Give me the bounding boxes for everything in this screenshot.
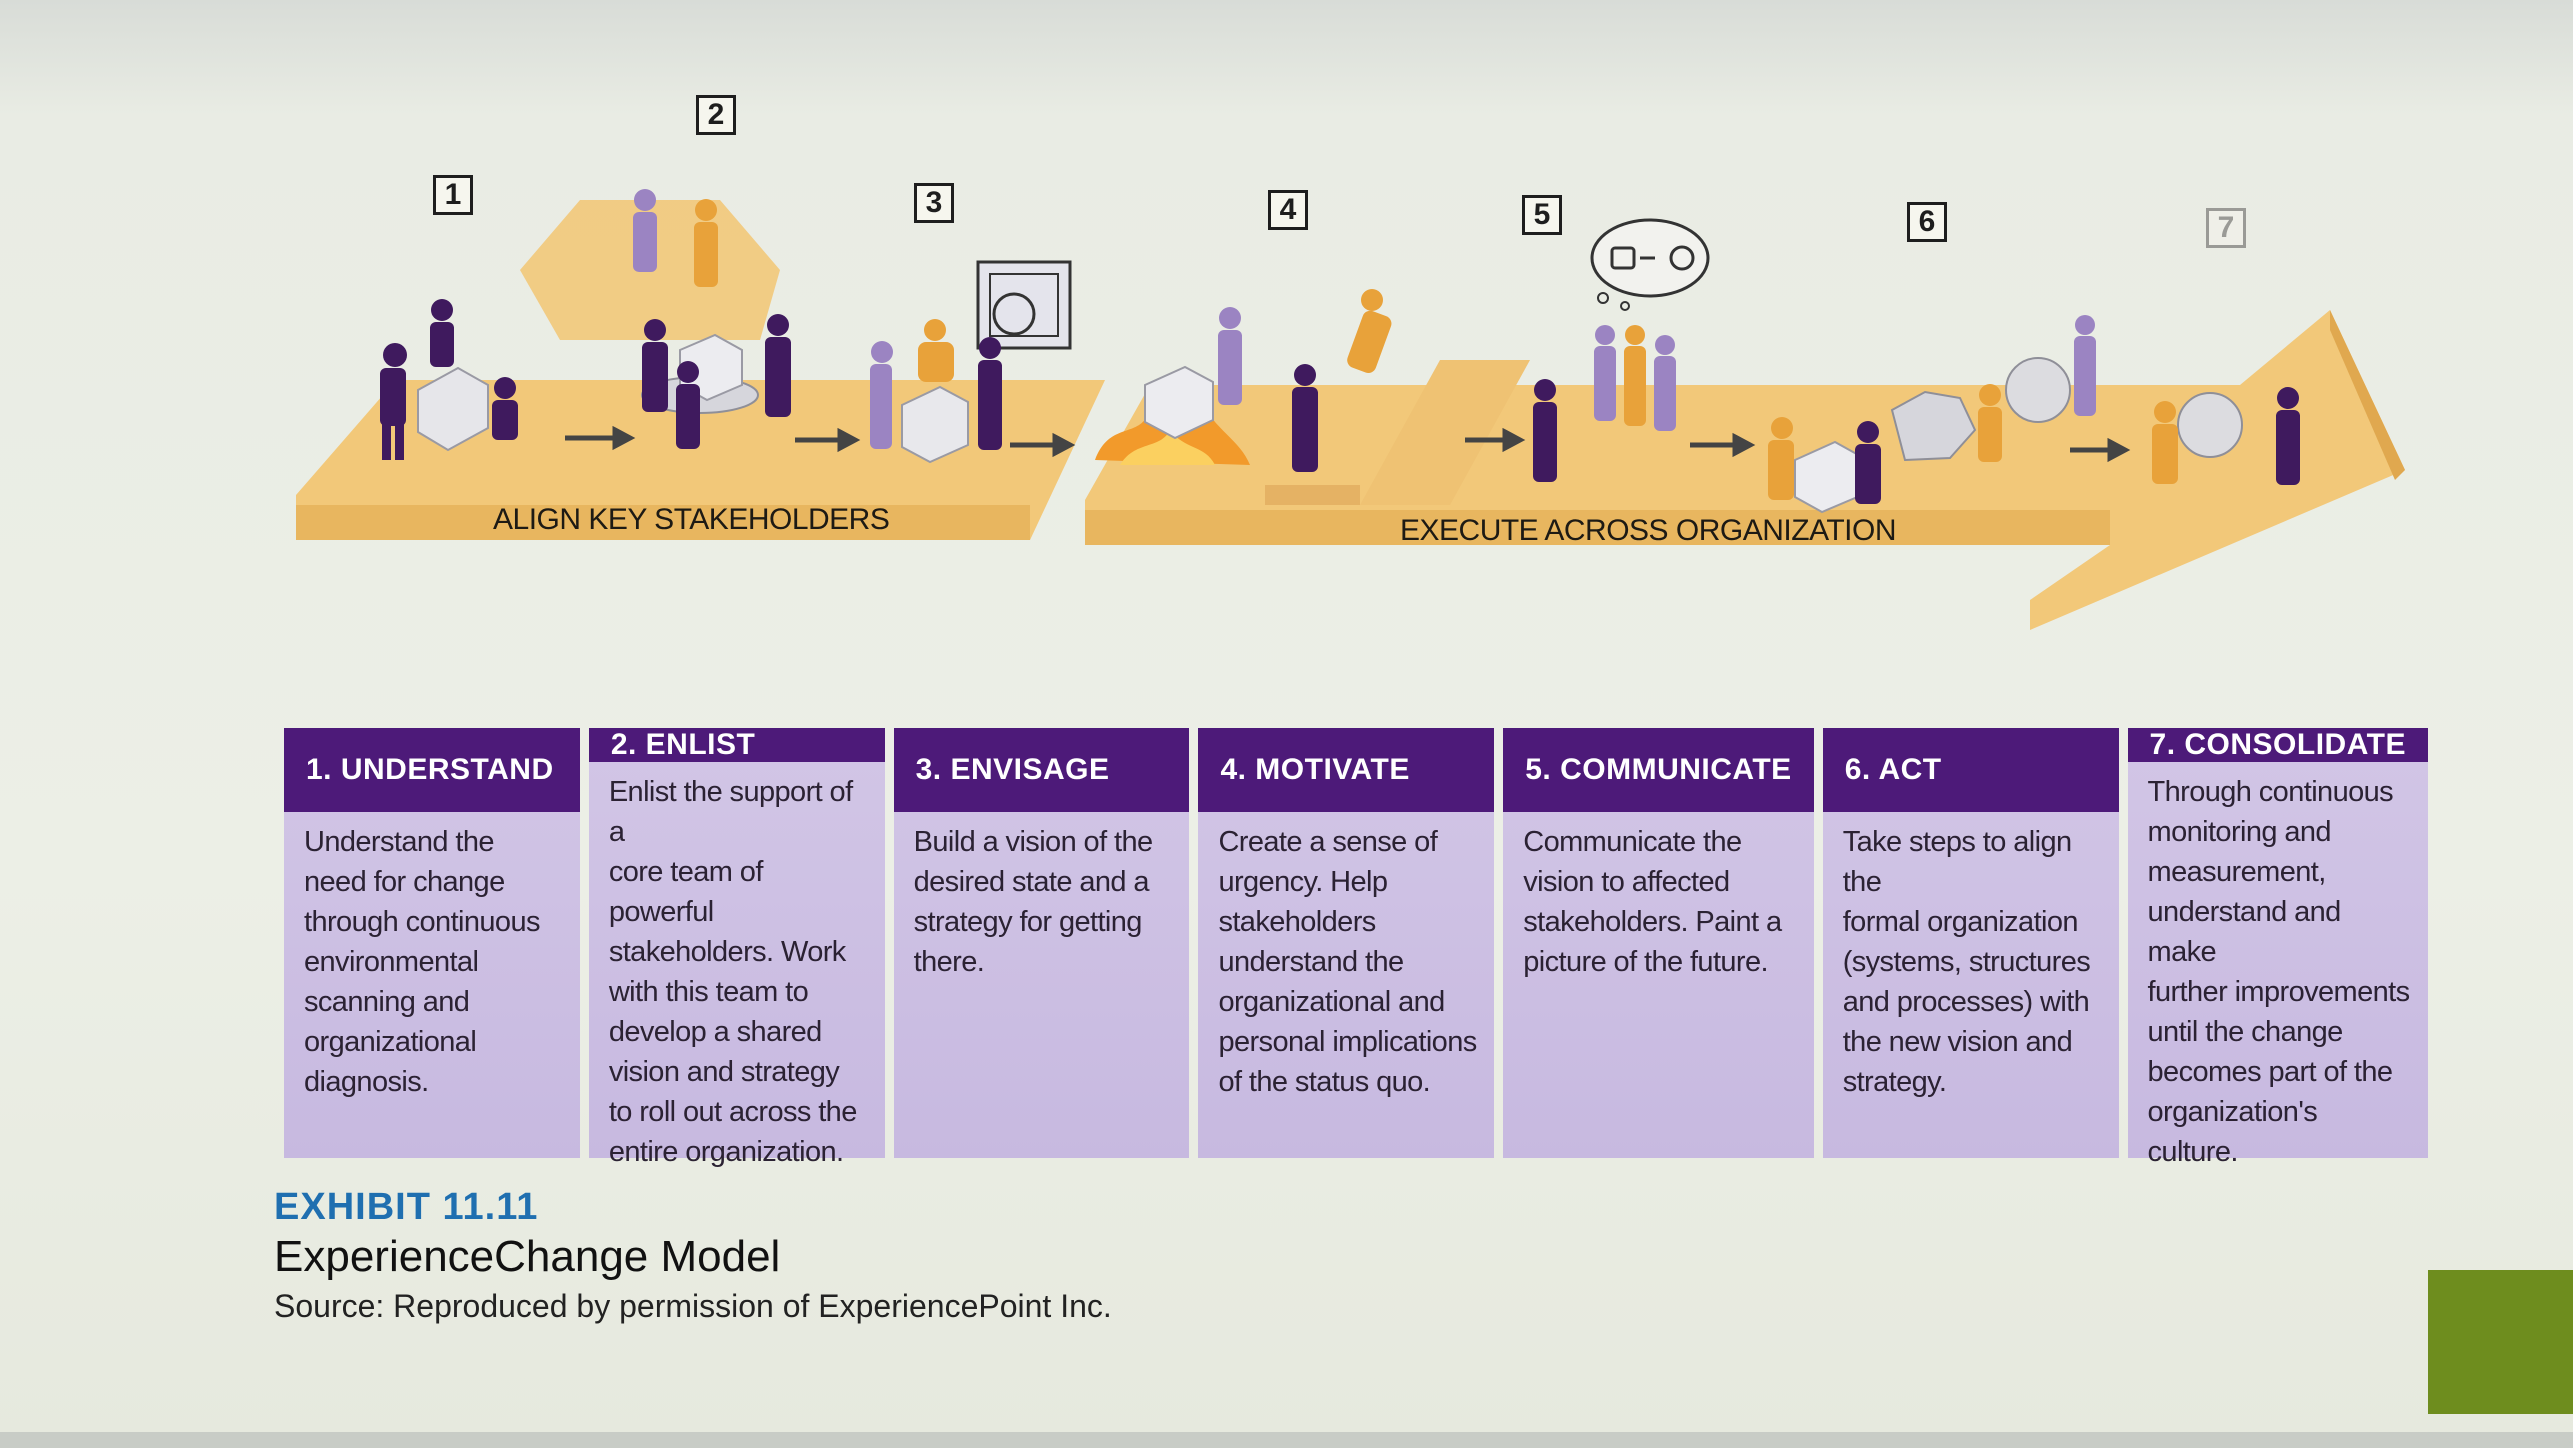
text-line: and processes) with — [1842, 986, 2090, 1018]
text-line: strategy. — [1842, 1066, 1947, 1098]
step-number-1: 1 — [433, 175, 473, 215]
column-header: 2. ENLIST — [588, 728, 885, 762]
stage-4-ramp — [1360, 360, 1530, 505]
text-line: understand and make — [2147, 896, 2342, 968]
text-line: monitoring and — [2147, 816, 2332, 848]
text-line: scanning and — [304, 986, 470, 1018]
stage-6-scene — [1768, 315, 2096, 514]
text-line: Build a vision of the — [913, 826, 1153, 858]
stage-arrows — [565, 425, 2131, 463]
text-line: Through continuous — [2147, 776, 2394, 808]
text-line: diagnosis. — [304, 1066, 429, 1098]
text-line: Enlist the support of a — [608, 776, 853, 848]
text-line: further improvements — [2147, 976, 2411, 1008]
text-line: becomes part of the — [2147, 1056, 2394, 1088]
text-line: stakeholders. Work — [608, 936, 846, 968]
column-description: Build a vision of the desired state and … — [894, 812, 1190, 982]
stage-7-scene — [2152, 387, 2300, 485]
text-line: desired state and a — [913, 866, 1150, 898]
text-line: formal organization — [1842, 906, 2079, 938]
column-header: 1. UNDERSTAND — [284, 728, 580, 812]
step-number-3: 3 — [914, 183, 954, 223]
text-line: develop a shared — [608, 1016, 823, 1048]
stage-2-scene — [633, 189, 791, 449]
column-header: 4. MOTIVATE — [1198, 728, 1495, 812]
text-line: organizational — [304, 1026, 477, 1058]
stage-3-scene — [870, 260, 1072, 464]
column-description: Communicate the vision to affected stake… — [1503, 812, 1813, 982]
step-number-5: 5 — [1522, 195, 1562, 235]
column-description: Through continuous monitoring and measur… — [2128, 762, 2428, 1172]
step-number-2: 2 — [696, 95, 736, 135]
exhibit-number: EXHIBIT 11.11 — [274, 1186, 539, 1228]
column-header: 7. CONSOLIDATE — [2127, 728, 2428, 762]
column-description: Enlist the support of a core team of pow… — [589, 762, 885, 1172]
text-line: core team of powerful — [608, 856, 764, 928]
text-line: the new vision and — [1842, 1026, 2073, 1058]
step-column-communicate: 5. COMMUNICATE Communicate the vision to… — [1503, 728, 1814, 1158]
screen-bottom-bar — [0, 1432, 2573, 1448]
text-line: organizational and — [1218, 986, 1445, 1018]
text-line: strategy for getting — [913, 906, 1143, 938]
execute-band-arrow — [1085, 310, 2405, 630]
column-description: Take steps to align the formal organizat… — [1823, 812, 2119, 1102]
text-line: understand the — [1218, 946, 1404, 978]
align-band-label: ALIGN KEY STAKEHOLDERS — [493, 503, 890, 536]
text-line: personal implications — [1218, 1026, 1477, 1058]
exhibit-source: Source: Reproduced by permission of Expe… — [274, 1288, 1112, 1324]
experience-change-diagram — [296, 189, 2405, 630]
column-description: Create a sense of urgency. Help stakehol… — [1198, 812, 1494, 1102]
step-number-6: 6 — [1907, 202, 1947, 242]
stage-5-scene — [1533, 218, 1710, 482]
text-line: Take steps to align the — [1842, 826, 2072, 898]
text-line: vision and strategy — [608, 1056, 840, 1088]
step-column-envisage: 3. ENVISAGE Build a vision of the desire… — [893, 728, 1190, 1158]
text-line: Communicate the — [1523, 826, 1742, 858]
text-line: organization's culture. — [2147, 1096, 2318, 1168]
step-column-act: 6. ACT Take steps to align the formal or… — [1822, 728, 2119, 1158]
corner-color-block — [2428, 1270, 2573, 1414]
text-line: environmental — [304, 946, 479, 978]
step-column-motivate: 4. MOTIVATE Create a sense of urgency. H… — [1198, 728, 1495, 1158]
column-header: 5. COMMUNICATE — [1503, 728, 1814, 812]
step-number-7: 7 — [2206, 208, 2246, 248]
step-column-enlist: 2. ENLIST Enlist the support of a core t… — [588, 728, 885, 1168]
column-header: 6. ACT — [1822, 728, 2119, 812]
text-line: picture of the future. — [1523, 946, 1768, 978]
text-line: there. — [913, 946, 985, 978]
text-line: need for change — [304, 866, 505, 898]
text-line: with this team to — [608, 976, 809, 1008]
text-line: until the change — [2147, 1016, 2344, 1048]
execute-band-label: EXECUTE ACROSS ORGANIZATION — [1400, 514, 1897, 547]
text-line: measurement, — [2147, 856, 2327, 888]
text-line: Understand the — [304, 826, 495, 858]
column-description: Understand the need for change through c… — [284, 812, 580, 1102]
text-line: stakeholders — [1218, 906, 1376, 938]
exhibit-title: ExperienceChange Model — [274, 1232, 781, 1281]
text-line: to roll out across the — [608, 1096, 858, 1128]
stage-1-scene — [380, 299, 518, 460]
text-line: stakeholders. Paint a — [1523, 906, 1782, 938]
text-line: Create a sense of — [1218, 826, 1438, 858]
column-header: 3. ENVISAGE — [893, 728, 1190, 812]
text-line: urgency. Help — [1218, 866, 1388, 898]
step-number-4: 4 — [1268, 190, 1308, 230]
text-line: vision to affected — [1523, 866, 1730, 898]
steps-table: 1. UNDERSTAND Understand the need for ch… — [284, 728, 2428, 1168]
step-column-understand: 1. UNDERSTAND Understand the need for ch… — [284, 728, 580, 1158]
text-line: of the status quo. — [1218, 1066, 1431, 1098]
text-line: entire organization. — [608, 1136, 844, 1168]
text-line: through continuous — [304, 906, 540, 938]
text-line: (systems, structures — [1842, 946, 2091, 978]
step-column-consolidate: 7. CONSOLIDATE Through continuous monito… — [2127, 728, 2428, 1168]
stage-4-scene — [1095, 289, 1392, 472]
